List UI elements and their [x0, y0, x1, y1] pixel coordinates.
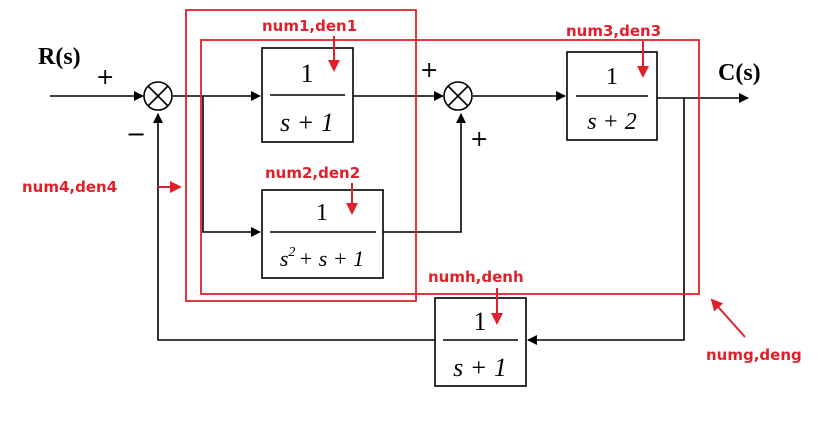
block-h: 1 s + 1	[434, 297, 527, 387]
summing-junction-1	[143, 81, 173, 111]
sum1-plus-sign: +	[96, 65, 114, 90]
branch-to-g2-line	[202, 96, 261, 237]
annotation-num4: num4,den4	[22, 178, 117, 196]
annotation-num1: num1,den1	[262, 17, 357, 35]
g1-numerator: 1	[301, 59, 314, 88]
block-g1: 1 s + 1	[261, 47, 354, 143]
sum2-plus-top-sign: +	[420, 58, 438, 83]
sum1-minus-sign: −	[126, 120, 146, 148]
g2-denominator: s2+ s + 1	[280, 245, 364, 271]
group-box-forward	[200, 39, 700, 295]
g1-denominator: s + 1	[280, 108, 334, 137]
group-box-g1-g2	[185, 9, 417, 302]
h-denominator: s + 1	[453, 353, 507, 382]
h-numerator: 1	[474, 307, 487, 336]
g3-numerator: 1	[606, 64, 618, 90]
annotation-num3: num3,den3	[566, 22, 661, 40]
h-to-sum1-line	[153, 113, 435, 341]
g2-to-sum2-line	[383, 113, 466, 233]
annotation-numh: numh,denh	[428, 268, 524, 286]
sum2-plus-bottom-sign: +	[470, 127, 488, 152]
feedback-to-h-line	[527, 98, 685, 345]
annotation-numg: numg,deng	[706, 346, 802, 364]
g3-denominator: s + 2	[587, 109, 637, 135]
annotations: num1,den1 num2,den2 num3,den3 num4,den4 …	[22, 17, 802, 364]
signal-lines	[50, 91, 749, 345]
g2-numerator: 1	[316, 200, 328, 226]
output-label: C(s)	[718, 60, 761, 86]
red-group-boxes	[185, 9, 700, 302]
block-g2: 1 s2+ s + 1	[261, 189, 384, 279]
summing-junction-2	[443, 81, 473, 111]
input-label: R(s)	[38, 44, 81, 70]
annotation-num2: num2,den2	[265, 164, 360, 182]
